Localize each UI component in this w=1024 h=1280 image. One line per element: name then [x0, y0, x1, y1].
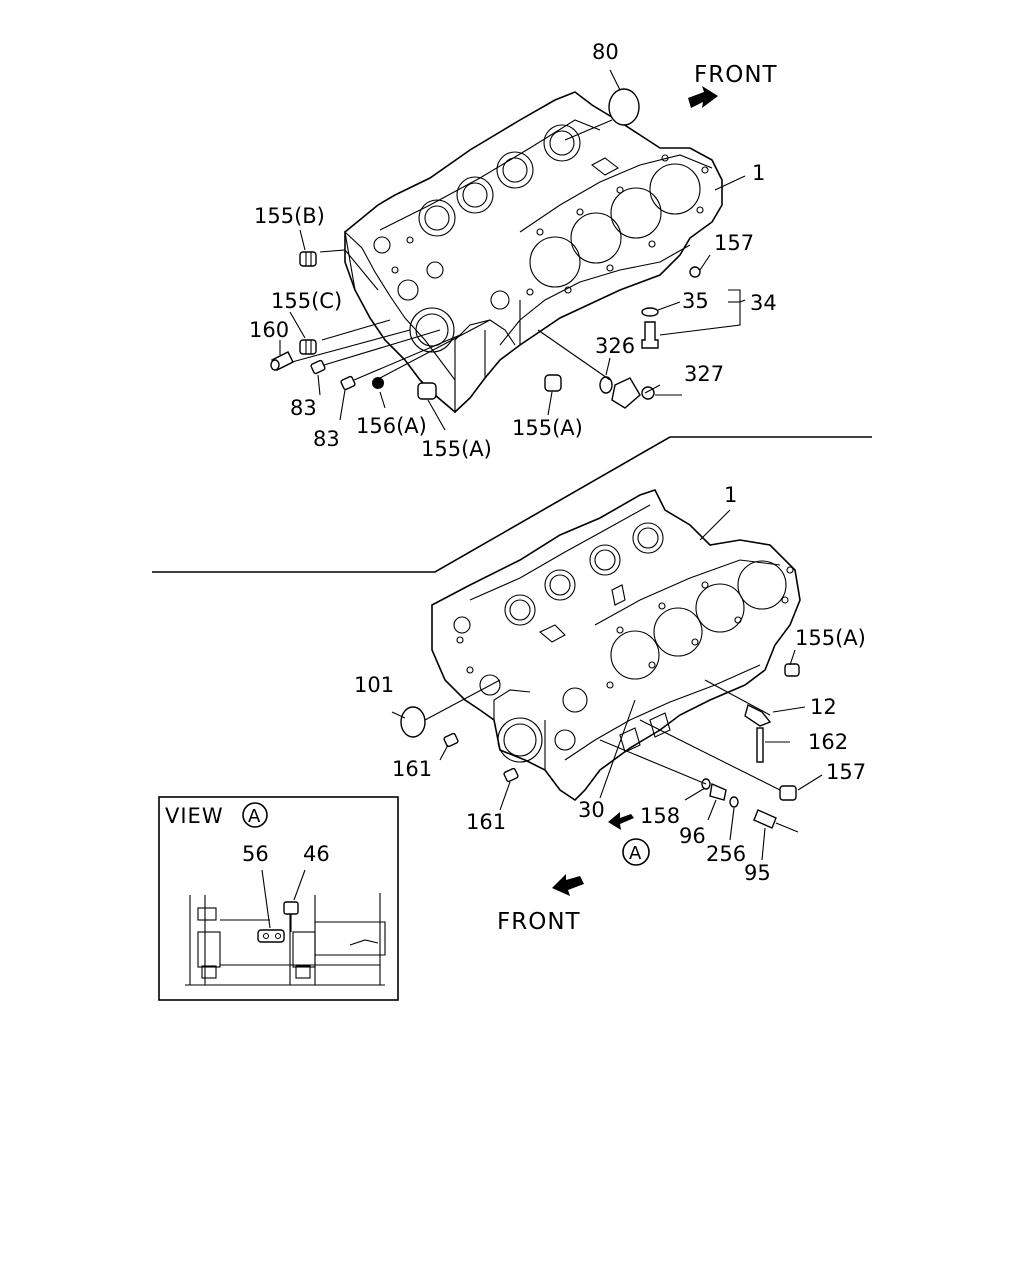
part-155a-plug-2	[544, 374, 562, 392]
part-12-jet	[744, 703, 772, 727]
part-label-96: 96	[679, 824, 706, 848]
part-label-95: 95	[744, 861, 771, 885]
view-a-inset	[158, 796, 650, 1001]
part-label-30: 30	[578, 798, 605, 822]
view-circle-a	[622, 838, 650, 866]
part-155a-plug-3	[784, 663, 800, 677]
part-157-bolt-top	[689, 266, 701, 278]
part-label-256: 256	[706, 842, 746, 866]
view-title: VIEW	[165, 804, 224, 828]
front-arrow-top	[688, 86, 718, 108]
view-a-circle	[242, 802, 268, 828]
part-label-155a-3: 155(A)	[795, 626, 866, 650]
part-83-dowel-b	[340, 375, 356, 391]
part-label-157-bottom: 157	[826, 760, 866, 784]
view-a-arrow	[608, 812, 634, 830]
part-155a-plug-1	[417, 382, 437, 400]
label-group: FRONT FRONT VIEW A A 80 1 155(B) 157 35 …	[165, 40, 866, 935]
part-label-155a-1: 155(A)	[421, 437, 492, 461]
part-162-pipe	[756, 727, 764, 763]
front-arrow-bottom	[552, 874, 584, 896]
part-label-155c: 155(C)	[271, 289, 342, 313]
leader-lines	[279, 69, 823, 861]
part-cover-plate	[611, 377, 641, 409]
part-label-83-b: 83	[313, 427, 340, 451]
view-circle-letter: A	[248, 806, 261, 827]
diagram-divider	[152, 436, 872, 573]
part-95-sensor	[753, 809, 799, 833]
part-label-160: 160	[249, 318, 289, 342]
part-101-plug	[400, 706, 426, 738]
part-155b-plug	[299, 251, 317, 267]
part-label-156a: 156(A)	[356, 414, 427, 438]
part-label-1-top: 1	[752, 161, 765, 185]
part-161-dowel-b	[503, 767, 519, 783]
front-label-bottom: FRONT	[497, 909, 581, 935]
part-157-bolt-bottom	[779, 785, 797, 801]
part-161-dowel-a	[443, 732, 459, 748]
part-label-161-a: 161	[392, 757, 432, 781]
part-label-101: 101	[354, 673, 394, 697]
part-35-oring	[641, 307, 659, 317]
part-label-35: 35	[682, 289, 709, 313]
part-label-326: 326	[595, 334, 635, 358]
part-155c-plug	[299, 339, 317, 355]
engine-block-bottom	[431, 489, 801, 802]
part-label-80: 80	[592, 40, 619, 64]
part-label-155a-2: 155(A)	[512, 416, 583, 440]
part-label-46: 46	[303, 842, 330, 866]
part-label-162: 162	[808, 730, 848, 754]
part-83-dowel-a	[310, 359, 326, 375]
part-label-12: 12	[810, 695, 837, 719]
part-96-adapter	[709, 783, 727, 801]
part-label-56: 56	[242, 842, 269, 866]
part-label-157-top: 157	[714, 231, 754, 255]
part-label-327: 327	[684, 362, 724, 386]
circle-a-letter: A	[629, 843, 642, 864]
part-label-83-a: 83	[290, 396, 317, 420]
part-156a-plug	[372, 377, 384, 389]
part-160-sleeve	[270, 351, 294, 371]
part-34-bolt	[641, 321, 659, 349]
part-256-washer	[729, 796, 739, 808]
engine-block-top	[344, 91, 723, 414]
part-80-plug	[608, 88, 640, 126]
front-label-top: FRONT	[694, 62, 778, 88]
part-label-1-bottom: 1	[724, 483, 737, 507]
part-label-158: 158	[640, 804, 680, 828]
part-label-34: 34	[750, 291, 777, 315]
part-label-161-b: 161	[466, 810, 506, 834]
part-label-155b: 155(B)	[254, 204, 325, 228]
part-326-oring	[599, 376, 613, 394]
